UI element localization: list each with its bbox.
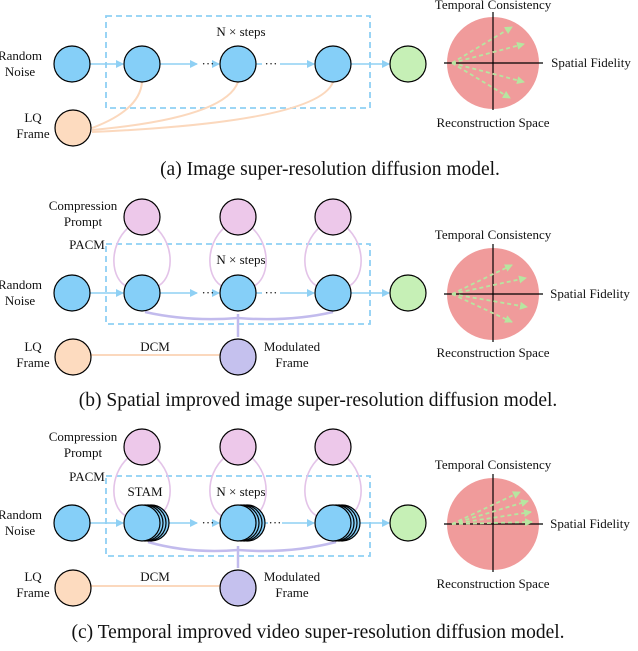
output-node (389, 504, 427, 542)
compression-prompt-node (314, 198, 352, 236)
frame-stack-node (123, 504, 170, 542)
denoise-step-node (314, 45, 352, 83)
dcm-label: DCM (140, 339, 170, 354)
vector-arrow (451, 518, 533, 527)
output-node (389, 274, 427, 312)
output-node (389, 45, 427, 83)
vector-arrow (451, 491, 521, 525)
vector-arrow (451, 275, 527, 295)
modulation-branch (237, 540, 337, 553)
spatial-fidelity-label: Spatial Fidelity (550, 516, 630, 531)
denoise-step-node (123, 45, 161, 83)
modulation-branch (237, 310, 334, 321)
lq-curve-1 (91, 81, 143, 129)
vector-arrow (451, 62, 511, 99)
pacm-loop (209, 226, 226, 288)
random-noise-node (53, 504, 91, 542)
pacm-loop (304, 226, 321, 288)
temporal-consistency-label: Temporal Consistency (435, 0, 552, 12)
frame-stack-node (314, 504, 361, 542)
lq-curve-3 (91, 81, 334, 133)
pacm-label: PACM (69, 469, 105, 484)
lq-curve-2 (91, 81, 239, 131)
dcm-label: DCM (140, 569, 170, 584)
caption-a: (a) Image super-resolution diffusion mod… (160, 159, 500, 180)
pacm-loop (154, 226, 171, 288)
vector-arrow (451, 499, 529, 525)
denoise-step-node (314, 274, 352, 312)
pacm-loop (209, 456, 226, 518)
stam-label: STAM (127, 484, 163, 499)
compression-prompt-node (219, 428, 257, 466)
pacm-loop (113, 456, 130, 518)
denoise-step-node (219, 274, 257, 312)
ellipsis: ··· (202, 56, 215, 71)
compression-prompt-node (314, 428, 352, 466)
pacm-loop (250, 226, 267, 288)
steps-label: N × steps (216, 24, 265, 39)
lq-frame-node (54, 569, 92, 607)
vector-arrow (451, 509, 532, 525)
ellipsis: ··· (265, 56, 278, 71)
steps-box (105, 15, 371, 109)
modulated-frame-node (219, 569, 257, 607)
spatial-fidelity-label: Spatial Fidelity (550, 286, 630, 301)
ellipsis: ··· (202, 515, 215, 530)
spatial-fidelity-label: Spatial Fidelity (551, 55, 631, 70)
ellipsis: ··· (265, 285, 278, 300)
pacm-loop (345, 226, 362, 288)
steps-label: N × steps (216, 252, 265, 267)
modulation-branch (147, 540, 239, 553)
ellipsis: ··· (269, 515, 282, 530)
vector-arrow (451, 293, 528, 310)
pacm-loop (304, 456, 321, 518)
compression-prompt-node (123, 428, 161, 466)
temporal-consistency-label: Temporal Consistency (435, 457, 552, 472)
pacm-label: PACM (69, 237, 105, 252)
modulation-branch (144, 310, 239, 321)
vector-arrow (451, 62, 525, 85)
reconstruction-space-label: Reconstruction Space (437, 345, 550, 360)
compression-prompt-node (219, 198, 257, 236)
lq-frame-node (54, 109, 92, 147)
steps-label: N × steps (216, 484, 265, 499)
reconstruction-space-label: Reconstruction Space (437, 576, 550, 591)
caption-c: (c) Temporal improved video super-resolu… (71, 622, 564, 643)
lq-frame-node (54, 338, 92, 376)
vector-arrow (451, 41, 525, 64)
pacm-loop (113, 226, 130, 288)
compression-prompt-node (123, 198, 161, 236)
temporal-consistency-label: Temporal Consistency (435, 227, 552, 242)
modulated-frame-node (219, 338, 257, 376)
denoise-step-node (219, 45, 257, 83)
reconstruction-space-label: Reconstruction Space (437, 115, 550, 130)
vector-arrow (451, 26, 513, 64)
frame-stack-node (219, 504, 266, 542)
random-noise-node (53, 45, 91, 83)
ellipsis: ··· (202, 285, 215, 300)
denoise-step-node (123, 274, 161, 312)
caption-b: (b) Spatial improved image super-resolut… (79, 390, 558, 411)
random-noise-node (53, 274, 91, 312)
